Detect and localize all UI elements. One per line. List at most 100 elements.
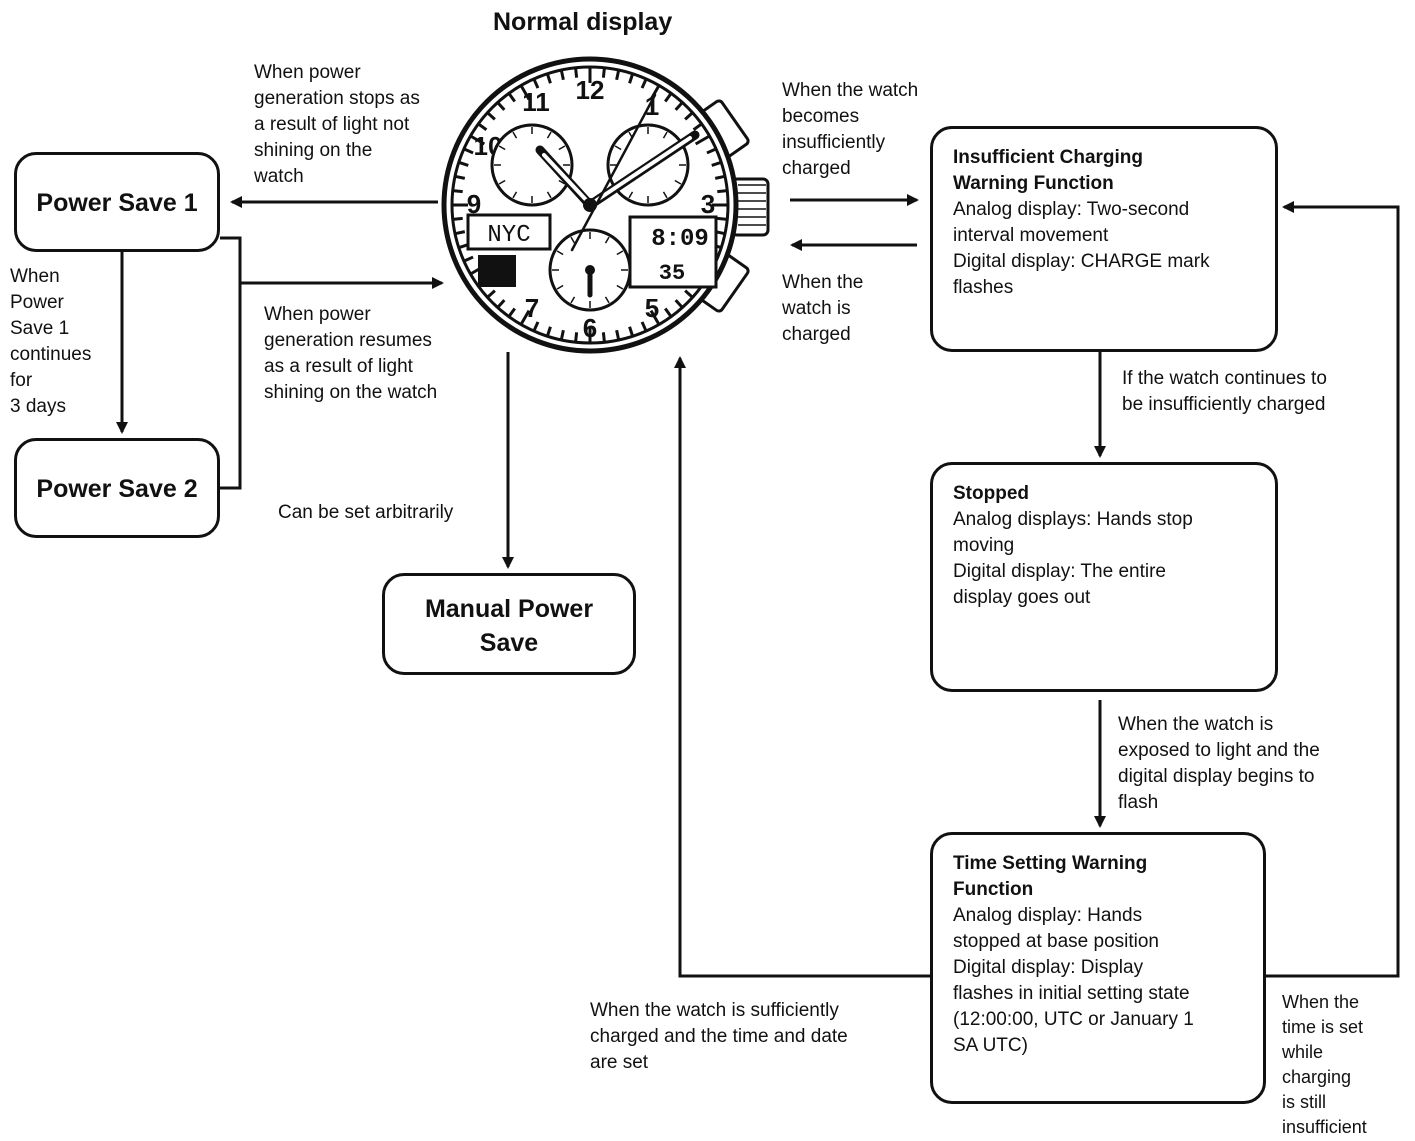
subdial-tick [512,131,518,139]
power-save-1-label: Power Save 1 [36,189,198,217]
numeral-12: 12 [576,75,605,105]
label-is-charged: When the watch is charged [782,272,864,345]
watch-tick [640,78,648,89]
label-continues-3-days: When Power Save 1 continues for 3 days [10,266,92,417]
hour-hand-inner [542,153,590,204]
subdial-tick [616,250,624,256]
subdial-tick [498,145,506,151]
insufficient-charging-body: Analog display: Two-second interval move… [953,199,1210,298]
second-hand [570,93,657,252]
left-subdial [490,123,574,207]
subdial-tick [546,191,552,199]
stopped-box: Stopped Analog displays: Hands stop movi… [930,462,1278,692]
watch-tick [486,111,496,121]
watch-tick [717,216,728,221]
watch-illustration: 12 1 3 5 6 7 9 10 11 NYC 8:09 35 [441,56,770,354]
watch-tick [684,111,694,121]
time-setting-box: Time Setting Warning Function Analog dis… [930,832,1266,1104]
watch-tick [559,69,565,81]
watch-tick [574,67,579,78]
city-window [466,213,552,251]
digital-seconds: 35 [659,261,685,286]
indicator-block [478,255,516,287]
watch-tick [469,134,486,146]
watch-tick [674,299,684,309]
power-save-1-box: Power Save 1 [14,152,220,252]
subdial-tick [556,284,564,290]
subdial-tick [662,131,668,139]
watch-tick [692,122,703,131]
watch-tick [519,84,531,101]
watch-tick [532,321,540,332]
stopped-title: Stopped [953,483,1029,504]
return-bracket [220,236,242,490]
subdial-tick [570,236,576,244]
numeral-9: 9 [467,189,481,219]
watch-tick [711,160,722,167]
subdial-tick [512,191,518,199]
watch-tick [545,326,552,337]
watch-tick [452,189,463,194]
watch-tick [674,101,684,111]
label-exposed-to-light: When the watch is exposed to light and t… [1118,714,1320,813]
watch-tick [717,189,728,194]
subdial-tick [604,236,610,244]
subdial-tick [616,284,624,290]
watch-tick [454,174,466,180]
watch-tick [649,84,661,101]
watch-tick [454,230,466,236]
watch-tick [601,332,606,343]
minute-hand-inner [592,136,692,204]
watch-tick [664,92,673,103]
arrow-time-setting-to-watch [674,356,930,978]
arrow-time-setting-to-insufficient [1265,201,1400,978]
label-power-resumes: When power generation resumes as a resul… [264,304,438,403]
watch-tick [452,216,463,221]
watch-tick [615,69,621,81]
watch-tick [559,329,565,341]
watch-tick [496,299,506,309]
subdial-tick [614,145,622,151]
time-window [628,215,718,289]
watch-tick [628,326,635,337]
subdial-tick [674,179,682,185]
time-setting-body: Analog display: Hands stopped at base po… [953,905,1194,1056]
subdial-tick [558,145,566,151]
numeral-11: 11 [522,87,550,117]
subdial-tick [570,296,576,304]
label-insufficiently-charged: When the watch becomes insufficiently ch… [782,80,919,179]
watch-tick [694,134,711,146]
label-continues-insufficient: If the watch continues to be insufficien… [1122,368,1327,415]
watch-tick [714,174,726,180]
subdial-tick [628,191,634,199]
manual-power-save-label: Manual Power Save [424,595,594,657]
watch-tick [684,289,694,299]
power-save-2-box: Power Save 2 [14,438,220,538]
diagram-title: Normal display [493,8,673,36]
watch-tick [601,67,606,78]
label-power-stops: When power generation stops as a result … [254,62,420,187]
watch-tick [486,289,496,299]
insufficient-charging-box: Insufficient Charging Warning Function A… [930,126,1278,352]
numeral-7: 7 [525,293,539,323]
watch-tick [496,101,506,111]
subdial-tick [604,296,610,304]
subdial-tick [546,131,552,139]
numeral-3: 3 [701,189,715,219]
label-time-set-while-charging: When the time is set while charging is s… [1282,992,1367,1137]
subdial-tick [556,250,564,256]
watch-tick [532,78,540,89]
time-setting-title: Time Setting Warning Function [953,853,1148,900]
label-set-arbitrarily: Can be set arbitrarily [278,502,454,523]
subdial-tick [662,191,668,199]
watch-tick [664,307,673,318]
watch-tick [640,321,648,332]
watch-tick [649,309,661,326]
watch-tick [463,147,474,155]
watch-tick [628,73,635,84]
city-code: NYC [487,222,530,249]
stopped-body: Analog displays: Hands stop moving Digit… [953,509,1193,608]
watch-tick [477,122,488,131]
digital-time: 8:09 [651,226,709,253]
